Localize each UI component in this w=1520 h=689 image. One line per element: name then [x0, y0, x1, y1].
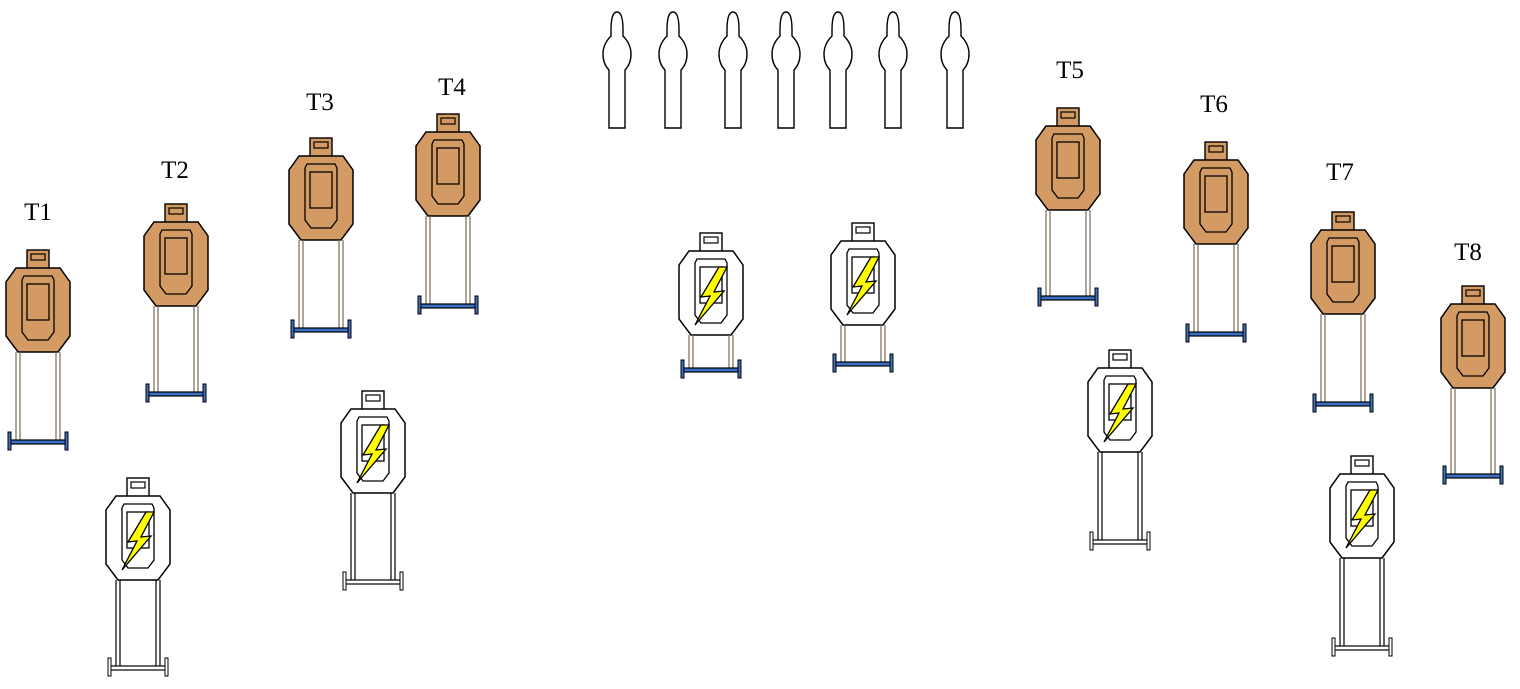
- no-shoot-target-icon: [1088, 350, 1152, 550]
- silhouette-popper-icon: [941, 12, 969, 128]
- no-shoot-target-icon: [1330, 456, 1394, 656]
- no-shoot-target: [1088, 350, 1152, 550]
- ipsc-steel-target-icon: [6, 250, 70, 450]
- no-shoot-target-icon: [106, 478, 170, 676]
- no-shoot-target: [1330, 456, 1394, 656]
- silhouette-popper-icon: [824, 12, 852, 128]
- no-shoot-target: [679, 233, 743, 378]
- silhouette-popper-icon: [879, 12, 907, 128]
- ipsc-steel-target-icon: [1184, 142, 1248, 342]
- target-label: T8: [1454, 239, 1482, 266]
- target-label: T1: [24, 199, 52, 226]
- silhouette-popper-icon: [772, 12, 800, 128]
- shoot-target: T1: [6, 199, 70, 450]
- no-shoot-target: [831, 223, 895, 372]
- ipsc-steel-target-icon: [416, 114, 480, 314]
- silhouette-popper-icon: [659, 12, 687, 128]
- popper-row: [603, 12, 969, 128]
- silhouette-popper-icon: [719, 12, 747, 128]
- target-label: T6: [1200, 91, 1228, 118]
- no-shoot-target-icon: [831, 223, 895, 372]
- no-shoot-target-icon: [341, 391, 405, 590]
- target-label: T2: [161, 157, 189, 184]
- ipsc-steel-target-icon: [289, 138, 353, 338]
- shoot-target: T5: [1036, 57, 1100, 306]
- shoot-target: T3: [289, 89, 353, 338]
- target-label: T7: [1326, 159, 1354, 186]
- no-shoot-target: [341, 391, 405, 590]
- target-label: T5: [1056, 57, 1084, 84]
- target-label: T3: [306, 89, 334, 116]
- shoot-target: T2: [144, 157, 208, 402]
- shoot-target: T4: [416, 74, 480, 314]
- ipsc-steel-target-icon: [1036, 108, 1100, 306]
- no-shoot-target: [106, 478, 170, 676]
- shoot-target: T6: [1184, 91, 1248, 342]
- silhouette-popper-icon: [603, 12, 631, 128]
- shoot-target: T7: [1311, 159, 1375, 412]
- ipsc-steel-target-icon: [144, 204, 208, 402]
- shoot-target: T8: [1441, 239, 1505, 484]
- ipsc-steel-target-icon: [1441, 286, 1505, 484]
- ipsc-steel-target-icon: [1311, 212, 1375, 412]
- target-label: T4: [438, 74, 466, 101]
